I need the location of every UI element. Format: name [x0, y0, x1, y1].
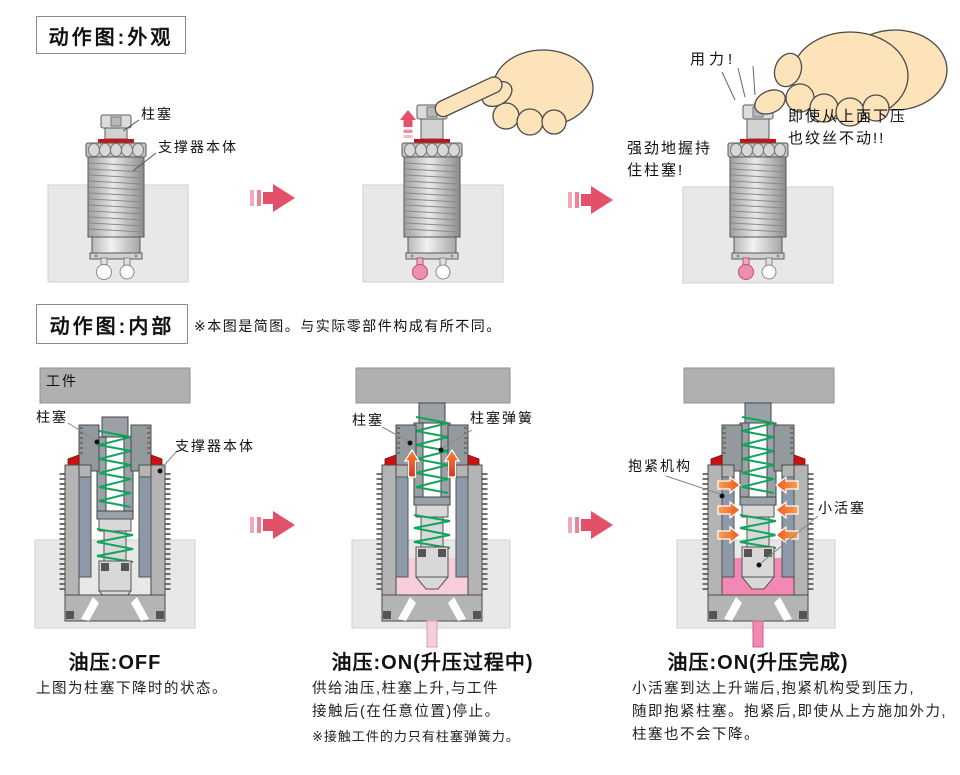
label-plunger-spring: 柱塞弹簧	[470, 410, 534, 426]
fast-forward-arrow-icon	[250, 184, 295, 212]
caption-text-oil-on-complete-2: 随即抱紧柱塞。抱紧后,即使从上方施加外力,	[632, 704, 948, 720]
plunger-illustration	[97, 114, 135, 146]
section-title-exterior-label: 动作图:外观	[48, 26, 174, 49]
label-small-piston: 小活塞	[818, 500, 866, 516]
plunger-core-cross-section	[96, 416, 134, 604]
label-no-budge: 即使从上面下压 也纹丝不动!!	[788, 108, 908, 147]
workpiece-bar	[683, 367, 835, 404]
caption-title-oil-on-rising: 油压:ON(升压过程中)	[331, 652, 534, 674]
caption-title-oil-off: 油压:OFF	[68, 652, 162, 674]
workpiece-bar	[39, 367, 191, 404]
support-body-illustration	[85, 142, 147, 260]
internal-panel-2	[351, 367, 511, 648]
label-support-body-internal: 支撑器本体	[175, 438, 255, 454]
label-plunger-internal-2: 柱塞	[352, 412, 384, 428]
port-ball-right	[761, 264, 777, 280]
fast-forward-arrow-icon	[250, 511, 295, 539]
fast-forward-arrow-icon	[568, 511, 613, 539]
workpiece-bar	[355, 367, 511, 404]
caption-title-oil-on-complete: 油压:ON(升压完成)	[667, 652, 849, 674]
oil-supply-tube	[752, 620, 764, 648]
simplified-diagram-note: ※本图是简图。与实际零部件构成有所不同。	[194, 318, 502, 334]
section-title-internal-label: 动作图:内部	[49, 315, 175, 338]
oil-supply-tube	[426, 620, 438, 648]
caption-text-oil-off: 上图为柱塞下降时的状态。	[36, 681, 228, 697]
label-support-body-exterior: 支撑器本体	[158, 139, 238, 155]
port-ball-right	[119, 264, 135, 280]
label-plunger-exterior: 柱塞	[141, 106, 173, 122]
caption-text-oil-on-complete-3: 柱塞也不会下降。	[632, 727, 760, 743]
support-body-illustration	[727, 142, 789, 260]
fast-forward-arrow-icon	[568, 186, 613, 214]
caption-text-oil-on-complete-1: 小活塞到达上升端后,抱紧机构受到压力,	[632, 681, 916, 697]
label-workpiece: 工件	[46, 373, 78, 389]
oil-port-ball	[738, 264, 754, 280]
exterior-panel-1	[47, 114, 189, 283]
port-ball-left	[96, 264, 112, 280]
internal-panel-1	[34, 367, 196, 629]
exterior-panel-3	[682, 29, 948, 284]
support-body-illustration	[401, 142, 463, 260]
plunger-rise-arrow-icon	[400, 110, 416, 138]
internal-panel-3	[665, 367, 836, 648]
label-grip-plunger: 强劲地握持 住柱塞!	[627, 140, 713, 179]
label-clamp-mechanism: 抱紧机构	[628, 458, 692, 474]
plunger-core-cross-section	[739, 402, 777, 590]
label-apply-force: 用力!	[690, 51, 737, 68]
section-title-exterior: 动作图:外观	[36, 16, 186, 54]
section-title-internal: 动作图:内部	[36, 304, 188, 344]
caption-note-spring-force: ※接触工件的力只有柱塞弹簧力。	[312, 729, 520, 744]
plunger-core-cross-section	[413, 402, 451, 590]
caption-text-oil-on-rising-1: 供给油压,柱塞上升,与工件	[312, 681, 500, 697]
caption-text-oil-on-rising-2: 接触后(在任意位置)停止。	[312, 704, 501, 720]
pointing-hand-illustration	[434, 49, 594, 136]
port-ball-right	[435, 264, 451, 280]
fist-hand-illustration	[754, 29, 948, 127]
exterior-panel-2	[362, 49, 594, 283]
label-plunger-internal-1: 柱塞	[36, 409, 68, 425]
press-action-lines	[721, 65, 756, 101]
oil-port-ball	[412, 264, 428, 280]
